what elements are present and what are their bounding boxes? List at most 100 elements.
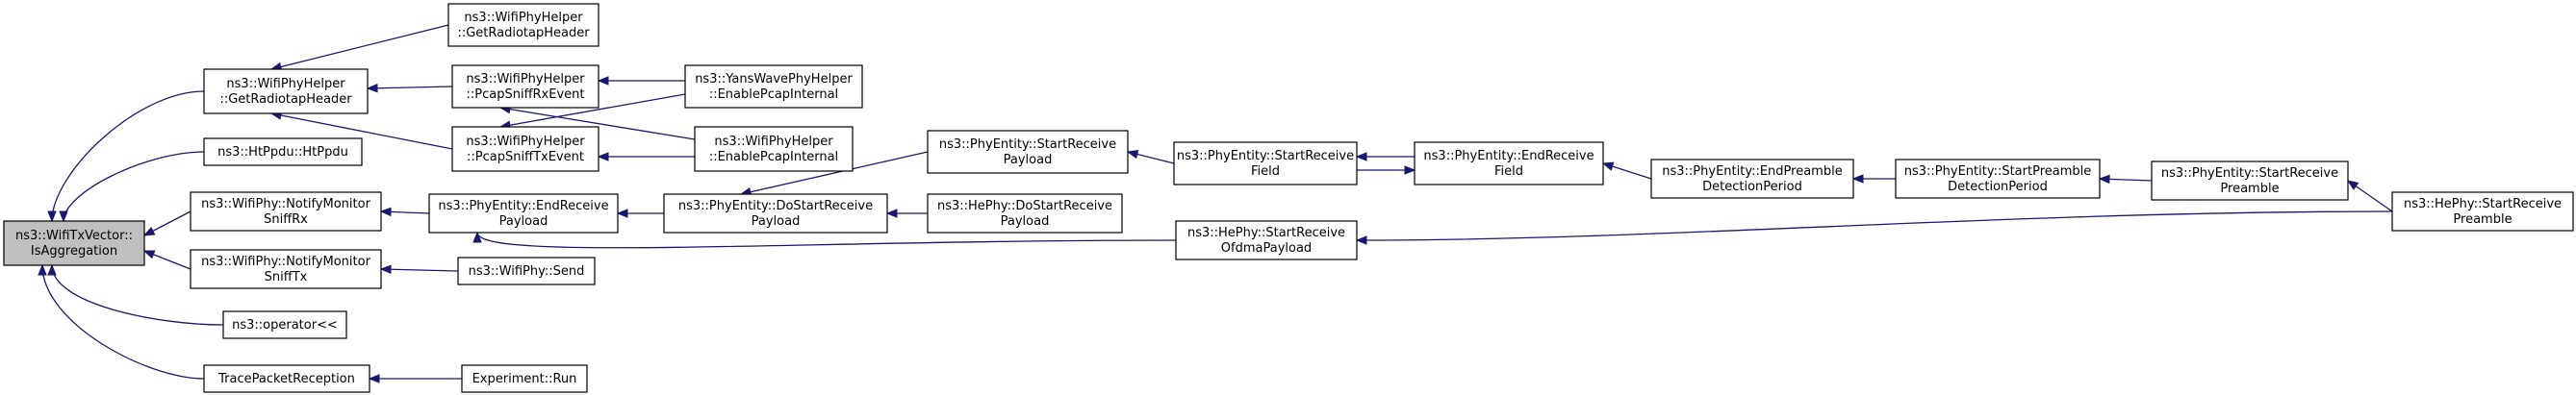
node-box	[428, 193, 619, 234]
arrowhead-icon	[379, 207, 392, 217]
edge-wifiphy-send-to-notify-tx	[379, 264, 459, 274]
node-box	[1414, 141, 1604, 185]
node-label: IsAggregation	[31, 244, 117, 259]
node-box	[2151, 160, 2349, 201]
edge-line	[270, 24, 449, 70]
node-label: TracePacketReception	[217, 372, 355, 386]
node-snifftx-ev[interactable]: ns3::WifiPhyHelper::PcapSniffTxEvent	[451, 126, 599, 172]
edge-operator-to-root	[47, 263, 224, 326]
node-label: ns3::PhyEntity::EndReceive	[438, 199, 608, 213]
node-label: ns3::HtPpdu::HtPpdu	[217, 145, 348, 160]
edge-line	[41, 264, 205, 380]
node-label: ns3::WifiPhyHelper	[466, 135, 585, 149]
node-box	[1173, 141, 1358, 185]
node-label: OfdmaPayload	[1221, 241, 1312, 256]
node-box	[684, 64, 863, 109]
edge-start-rx-preamble-to-start-preamble-det	[2098, 174, 2153, 185]
node-label: Preamble	[2220, 182, 2279, 196]
node-label: ns3::WifiTxVector::	[15, 229, 133, 243]
node-label: ::PcapSniffRxEvent	[467, 87, 585, 102]
edge-line	[1356, 210, 2393, 241]
node-box	[203, 364, 370, 393]
node-end-preamble[interactable]: ns3::PhyEntity::EndPreambleDetectionPeri…	[1650, 159, 1854, 199]
edge-line	[476, 232, 1177, 249]
node-operator[interactable]: ns3::operator<<	[222, 310, 347, 339]
node-label: SniffTx	[265, 270, 308, 284]
node-box	[2391, 191, 2574, 232]
edge-he-do-start-to-do-start-payload	[885, 209, 928, 218]
node-hdr-main[interactable]: ns3::WifiPhyHelper::GetRadiotapHeader	[203, 68, 369, 114]
node-htppdu[interactable]: ns3::HtPpdu::HtPpdu	[203, 137, 363, 166]
node-label: DetectionPeriod	[1702, 180, 1802, 194]
node-box	[663, 193, 888, 234]
arrowhead-icon	[47, 210, 57, 223]
node-label: ns3::PhyEntity::StartPreamble	[1904, 164, 2092, 179]
node-experiment[interactable]: Experiment::Run	[461, 364, 588, 393]
node-label: DetectionPeriod	[1948, 180, 2048, 194]
node-box	[222, 310, 347, 339]
node-sniffrx-ev[interactable]: ns3::WifiPhyHelper::PcapSniffRxEvent	[451, 64, 599, 109]
node-label: ::GetRadiotapHeader	[457, 26, 590, 40]
arrowhead-icon	[47, 263, 57, 276]
arrowhead-icon	[142, 250, 156, 259]
node-label: Field	[1494, 164, 1523, 179]
node-label: ::EnablePcapInternal	[709, 150, 838, 164]
node-label: ::GetRadiotapHeader	[219, 92, 352, 107]
node-label: ns3::YansWavePhyHelper	[695, 72, 853, 86]
edge-yans-pcap-to-sniffrx-ev	[597, 76, 685, 86]
edge-experiment-to-trace	[368, 374, 462, 383]
node-trace[interactable]: TracePacketReception	[203, 364, 370, 393]
arrowhead-icon	[1404, 165, 1416, 175]
node-hdr-top[interactable]: ns3::WifiPhyHelper::GetRadiotapHeader	[447, 3, 599, 47]
edge-notify-tx-to-root	[142, 250, 191, 270]
node-box	[1895, 159, 2101, 199]
arrowhead-icon	[597, 152, 609, 161]
arrowhead-icon	[366, 84, 378, 93]
node-label: Payload	[499, 214, 548, 229]
node-label: Preamble	[2453, 212, 2512, 227]
edge-start-preamble-det-to-end-preamble	[1851, 174, 1896, 184]
node-box	[190, 249, 382, 289]
edge-line	[499, 93, 686, 128]
node-label: ::EnablePcapInternal	[709, 87, 838, 102]
edge-end-rx-payload-to-notify-rx	[379, 207, 430, 217]
node-label: ns3::PhyEntity::StartReceive	[939, 137, 1116, 152]
edge-end-rx-field-to-start-rx-field	[1355, 152, 1415, 161]
node-label: ns3::WifiPhy::NotifyMonitor	[201, 255, 370, 269]
node-label: SniffRx	[264, 212, 308, 227]
node-root[interactable]: ns3::WifiTxVector::IsAggregation	[3, 220, 145, 266]
edge-sniffrx-ev-to-hdr-main	[366, 84, 453, 93]
node-label: ::PcapSniffTxEvent	[467, 150, 584, 164]
edge-wifi-pcap-to-snifftx-ev	[597, 152, 695, 161]
arrowhead-icon	[597, 76, 609, 86]
edge-line	[270, 112, 453, 150]
node-label: ns3::HePhy::StartReceive	[2404, 197, 2562, 211]
arrowhead-icon	[2346, 180, 2359, 190]
node-start-preamble-det[interactable]: ns3::PhyEntity::StartPreambleDetectionPe…	[1895, 159, 2101, 199]
arrowhead-icon	[1355, 235, 1367, 245]
node-yans-pcap[interactable]: ns3::YansWavePhyHelper::EnablePcapIntern…	[684, 64, 863, 109]
edge-do-start-payload-to-end-rx-payload	[616, 209, 664, 218]
node-wifi-pcap[interactable]: ns3::WifiPhyHelper::EnablePcapInternal	[694, 126, 854, 172]
edge-htppdu-to-root	[59, 151, 205, 223]
node-label: Field	[1251, 164, 1280, 179]
node-label: ns3::WifiPhy::NotifyMonitor	[201, 197, 370, 211]
edge-hdr-main-to-root	[47, 90, 205, 223]
node-wifiphy-send[interactable]: ns3::WifiPhy::Send	[457, 257, 596, 285]
node-box	[927, 130, 1129, 174]
arrowhead-icon	[368, 374, 380, 383]
arrowhead-icon	[616, 209, 628, 218]
node-label: ns3::HePhy::DoStartReceive	[937, 199, 1112, 213]
